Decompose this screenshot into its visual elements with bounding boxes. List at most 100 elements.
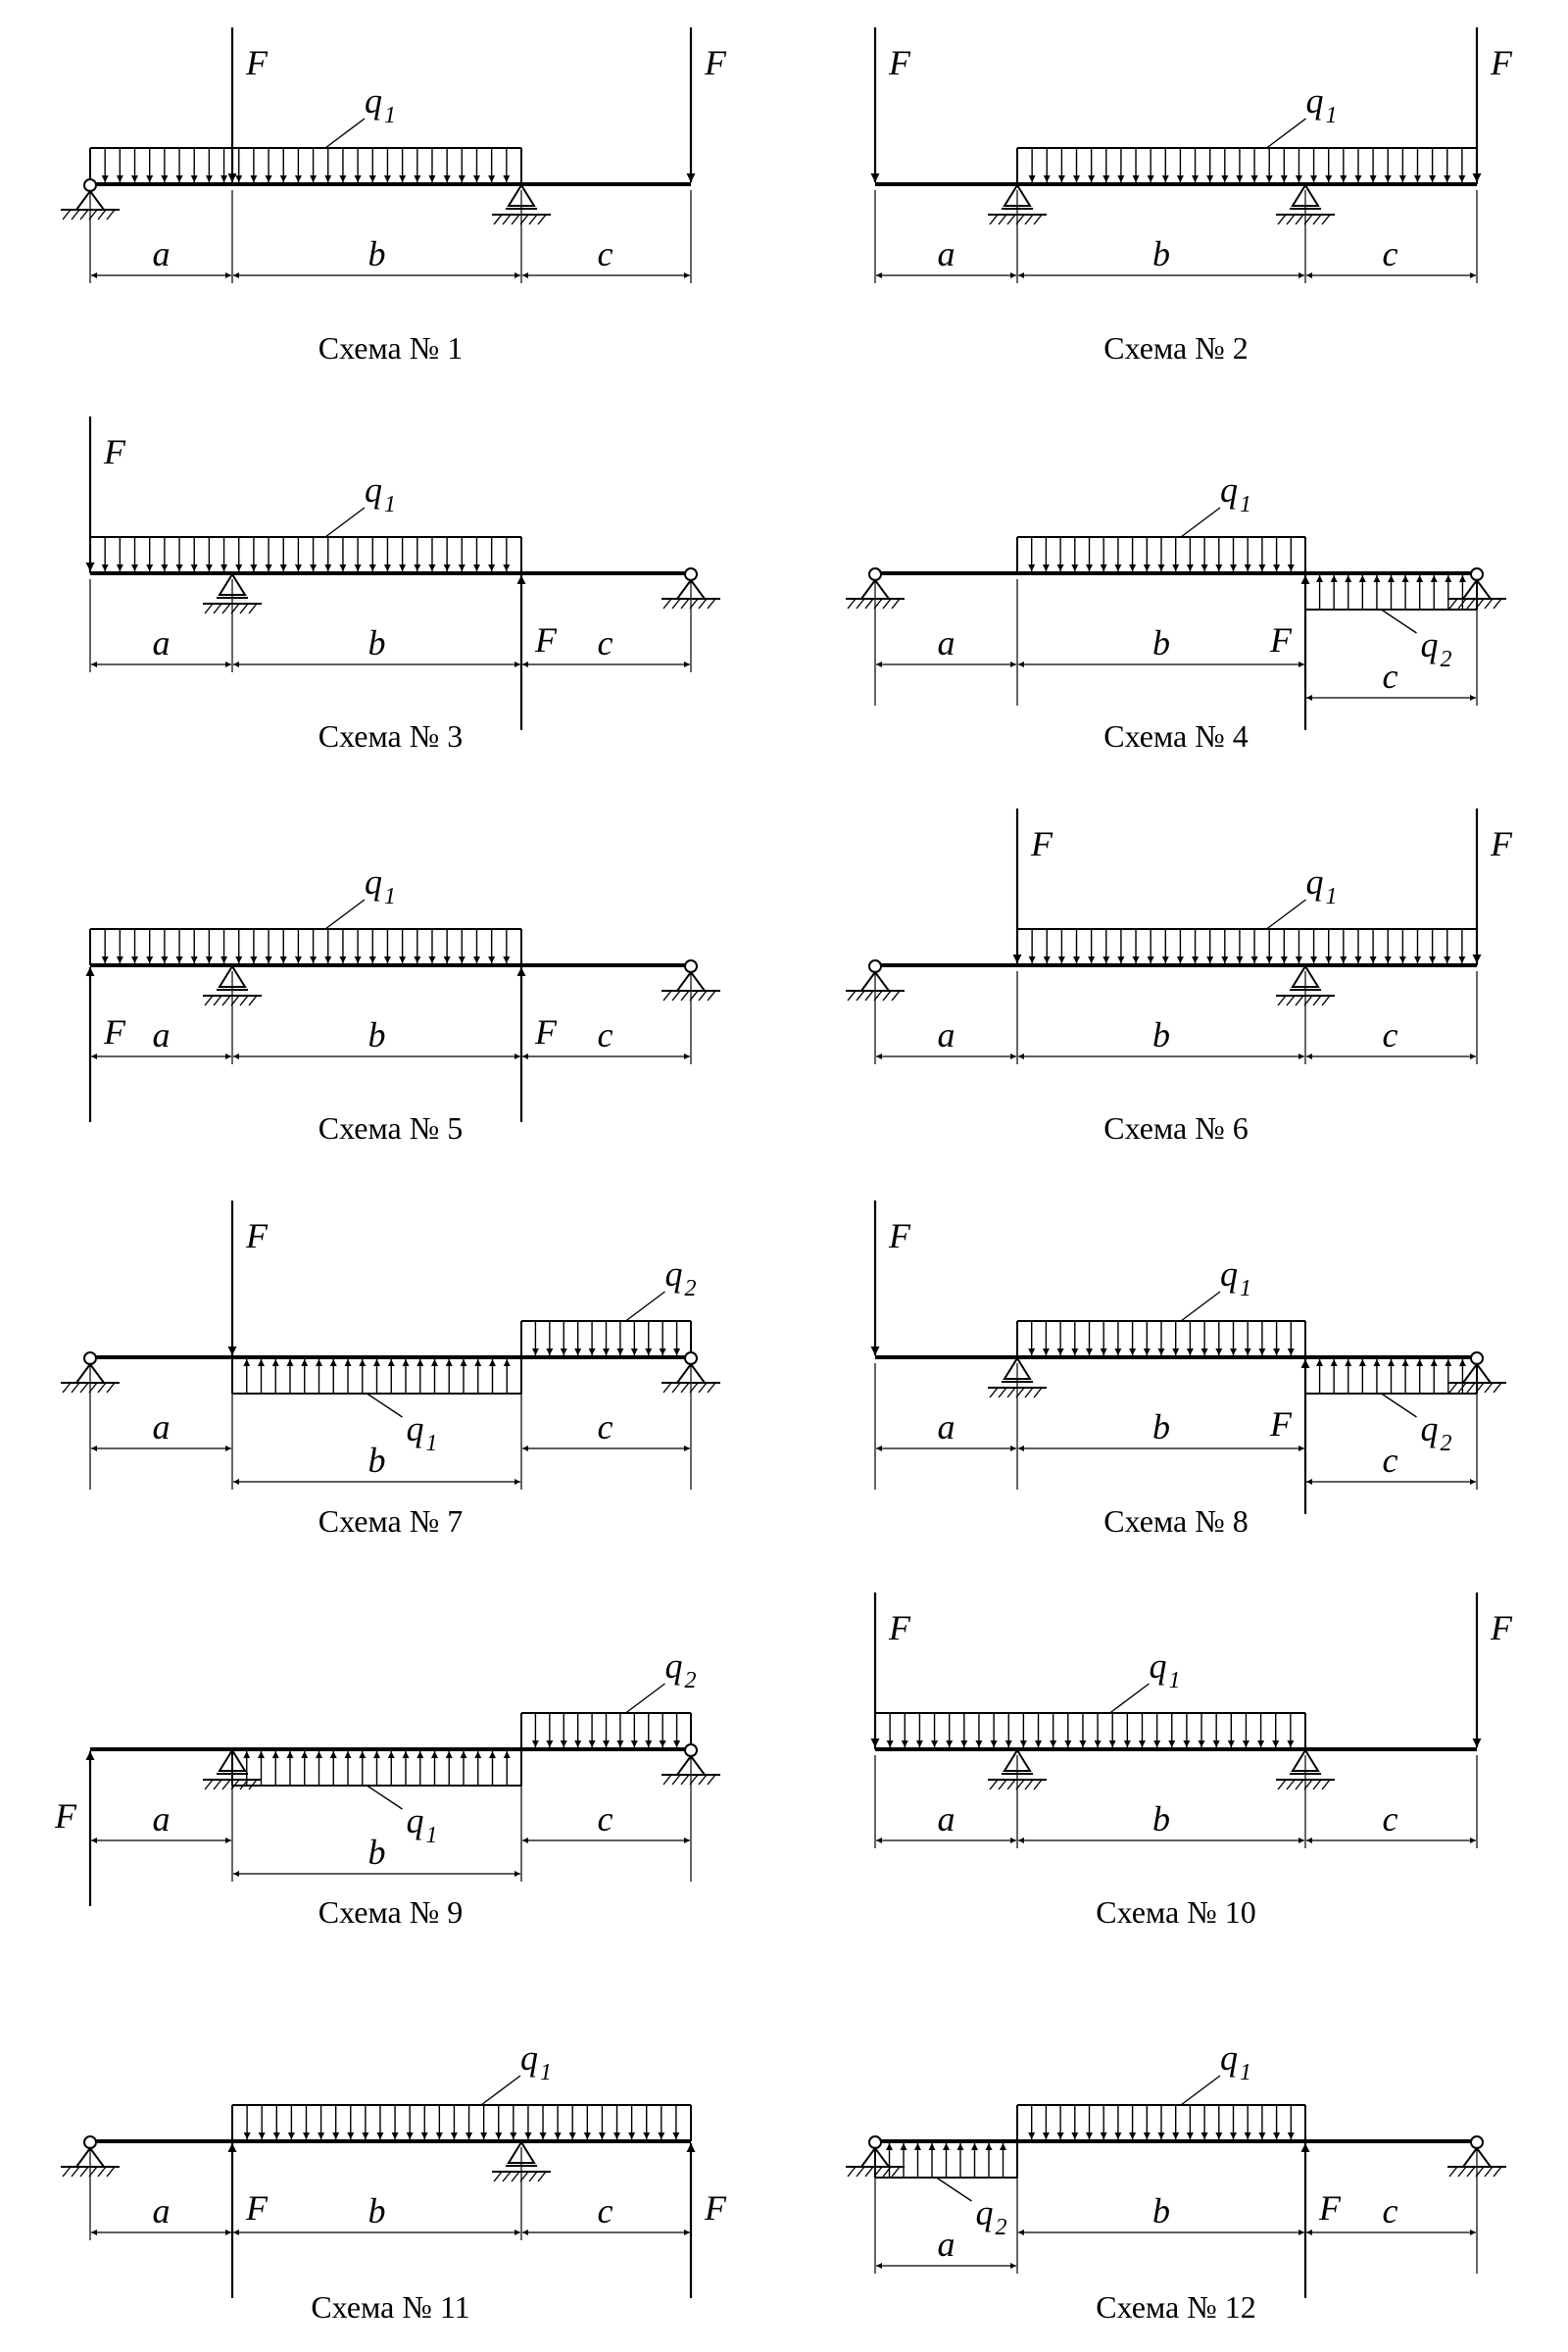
dimension-label-main: c (598, 1799, 613, 1838)
dimension-b: b (233, 1441, 520, 1485)
dimension-a: a (876, 1407, 1016, 1451)
ground-hatch (662, 990, 672, 1002)
load-label-sub: 2 (996, 2215, 1007, 2240)
force-up-arrow: F (54, 1751, 95, 1906)
dimension-label-main: c (1383, 2191, 1398, 2230)
scheme-caption: Схема № 4 (1103, 718, 1249, 754)
force-label: F (245, 43, 269, 82)
ground-hatch (847, 990, 857, 1002)
load-label-sub: 1 (540, 2060, 552, 2085)
dimension-label-main: c (598, 2191, 613, 2230)
ground-hatch (1024, 1779, 1034, 1790)
pin-hinge (684, 959, 698, 973)
ground-hatch (707, 1382, 716, 1394)
dimension-label: c (1383, 1015, 1398, 1054)
ground-hatch (698, 1382, 708, 1394)
ground-hatch (671, 990, 681, 1002)
force-down-arrow: F (1472, 808, 1513, 963)
load-label-main: q (665, 1646, 683, 1686)
dimension-label: c (1383, 1799, 1398, 1838)
dimension-label: b (1152, 1407, 1170, 1446)
scheme-caption: Схема № 6 (1103, 1110, 1249, 1146)
force-up-arrow: F (1269, 1359, 1310, 1514)
force-label: F (1490, 43, 1513, 82)
dimension-label: c (1383, 1441, 1398, 1480)
pin-hinge (1470, 2135, 1484, 2149)
scheme-caption: Схема № 7 (318, 1503, 464, 1539)
ground-hatch (97, 2166, 107, 2178)
distributed-load-q1: q1 (1016, 1254, 1306, 1357)
load-label-main: q (365, 862, 382, 902)
ground-hatch (680, 990, 690, 1002)
ground-hatch (847, 598, 857, 610)
pin-hinge (83, 1351, 97, 1365)
dimension-c: c (1306, 1441, 1476, 1485)
ground-hatch (1286, 1779, 1296, 1790)
dimension-label: a (153, 1407, 171, 1446)
ground-hatch (989, 214, 999, 225)
ground-hatch (97, 1382, 107, 1394)
dimension-c: c (522, 234, 690, 278)
ground-hatch (213, 1779, 222, 1790)
force-label-main: F (1269, 1404, 1293, 1444)
dimension-label: b (368, 623, 386, 662)
dimension-label-main: c (1383, 234, 1398, 273)
ground-hatch (71, 209, 80, 220)
dimension-b: b (1018, 234, 1304, 278)
force-up-arrow: F (686, 2143, 727, 2298)
dimension-label: c (1383, 234, 1398, 273)
dimension-label-main: a (153, 623, 171, 662)
dimension-label-main: c (598, 1015, 613, 1054)
ground-hatch (62, 209, 72, 220)
pin-hinge (684, 1351, 698, 1365)
ground-hatch (71, 1382, 80, 1394)
load-leader (367, 1785, 403, 1810)
ground-hatch (1286, 995, 1296, 1006)
ground-hatch (239, 995, 249, 1006)
load-label-sub: 2 (1441, 1431, 1452, 1456)
force-label-main: F (1030, 824, 1054, 863)
dimension-a: a (91, 623, 231, 667)
dimension-label-main: a (938, 2225, 956, 2264)
dimension-label-main: a (153, 1799, 171, 1838)
dimension-label-main: b (1152, 2191, 1170, 2230)
force-up-arrow: F (227, 2143, 269, 2298)
dimension-label-main: c (1383, 657, 1398, 696)
ground-hatch (1457, 2166, 1467, 2178)
dimension-label: a (938, 234, 956, 273)
ground-hatch (79, 209, 89, 220)
pin-support-icon (662, 567, 720, 610)
load-label-main: q (1306, 862, 1324, 902)
dimension-label: c (598, 1799, 613, 1838)
ground-hatch (998, 1387, 1007, 1398)
force-label-main: F (1318, 2188, 1342, 2228)
dimension-a: a (876, 234, 1016, 278)
load-label: q1 (1306, 862, 1338, 909)
load-label: q1 (1220, 2038, 1251, 2085)
ground-hatch (698, 1774, 708, 1786)
dimension-label-main: b (1152, 623, 1170, 662)
load-leader (1180, 2075, 1221, 2106)
ground-hatch (1321, 1779, 1331, 1790)
load-label-main: q (407, 1801, 424, 1840)
ground-hatch (106, 209, 116, 220)
ground-hatch (493, 2171, 503, 2182)
ground-hatch (213, 995, 222, 1006)
ground-hatch (1295, 214, 1304, 225)
load-label-sub: 1 (426, 1431, 438, 1456)
load-label-main: q (976, 2193, 994, 2232)
dimension-label: a (938, 1407, 956, 1446)
ground-hatch (71, 2166, 80, 2178)
dimension-label: b (1152, 623, 1170, 662)
dimension-a: a (91, 1015, 231, 1059)
load-label: q2 (976, 2193, 1007, 2240)
ground-hatch (671, 1774, 681, 1786)
distributed-load-q2: q2 (520, 1254, 697, 1357)
load-label: q1 (365, 470, 396, 517)
ground-hatch (1286, 214, 1296, 225)
ground-hatch (891, 2166, 901, 2178)
ground-hatch (707, 990, 716, 1002)
